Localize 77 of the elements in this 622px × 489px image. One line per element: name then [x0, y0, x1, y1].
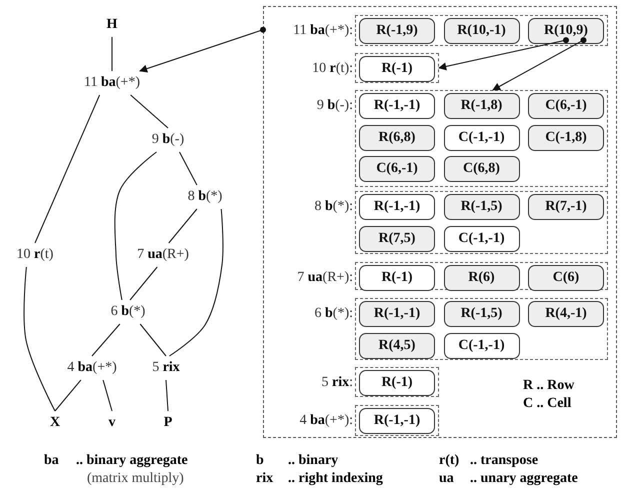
rounded-pill: C(-1,-1) — [444, 332, 520, 358]
group-heading: 10 r(t): — [312, 61, 353, 77]
connector-line — [54, 380, 82, 412]
rounded-pill: C(6,8) — [444, 156, 520, 182]
rounded-pill: R(10,9) — [528, 18, 604, 44]
connector-line — [130, 94, 168, 128]
connector-line — [179, 152, 198, 186]
note-text: (matrix multiply) — [87, 471, 184, 487]
arrow — [139, 26, 266, 72]
rounded-pill: R(7,5) — [359, 226, 435, 252]
rounded-pill: R(-1) — [359, 56, 435, 82]
rounded-pill: C(6,-1) — [528, 93, 604, 119]
legend-text: rix — [256, 471, 274, 487]
legend-text: b — [256, 453, 264, 469]
connector-line — [114, 152, 157, 300]
rounded-pill: R(-1) — [359, 370, 435, 396]
legend-text: .. binary aggregate — [76, 453, 188, 469]
connector-line — [24, 266, 56, 412]
tree-node-label: v — [106, 411, 118, 435]
rounded-pill: R(-1,-1) — [359, 93, 435, 119]
rounded-pill: R(-1) — [359, 265, 435, 291]
legend-text: R .. Row — [523, 378, 574, 394]
tree-node-label: 6 b(*) — [108, 300, 148, 324]
legend-text: .. unary aggregate — [470, 471, 578, 487]
tree-node-label: 8 b(*) — [184, 185, 226, 209]
group-heading: 4 ba(+*): — [300, 413, 353, 429]
dashed-frame — [263, 6, 617, 438]
rounded-pill: C(6,-1) — [359, 156, 435, 182]
tree-node-label: 7 ua(R+) — [134, 243, 192, 267]
rounded-pill: C(6) — [528, 265, 604, 291]
rounded-pill: R(6) — [444, 265, 520, 291]
connector-line — [140, 324, 166, 356]
rounded-pill: C(-1,-1) — [444, 124, 520, 150]
legend-text: ua — [439, 471, 454, 487]
legend-text: .. transpose — [470, 453, 538, 469]
connector-line — [130, 266, 158, 300]
tree-node-label: H — [104, 13, 120, 37]
arrow — [492, 37, 586, 90]
tree-node-label: 5 rix — [149, 356, 183, 380]
group-heading: 11 ba(+*): — [293, 23, 353, 39]
tree-node-label: 4 ba(+*) — [64, 356, 120, 380]
connector-line — [166, 380, 168, 412]
legend-text: .. right indexing — [288, 471, 383, 487]
rounded-pill: R(-1,8) — [444, 93, 520, 119]
connector-line — [168, 208, 224, 356]
group-heading: 9 b(-): — [316, 98, 353, 114]
connector-line — [102, 380, 112, 412]
rounded-pill: R(-1,-1) — [359, 301, 435, 327]
rounded-pill: R(-1,9) — [359, 18, 435, 44]
legend-text: ba — [44, 453, 59, 469]
tree-node-label: P — [160, 411, 176, 435]
rounded-pill: C(-1,8) — [528, 124, 604, 150]
arrow — [438, 37, 569, 70]
tree-node-label: 10 r(t) — [14, 243, 56, 267]
connector-line — [92, 324, 120, 356]
tree-node-label: 11 ba(+*) — [81, 71, 143, 95]
rounded-pill: R(-1,-1) — [359, 194, 435, 220]
rounded-pill: R(10,-1) — [444, 18, 520, 44]
rounded-pill: R(-1,5) — [444, 301, 520, 327]
legend-text: .. binary — [288, 453, 338, 469]
rounded-pill: R(-1,-1) — [359, 408, 435, 434]
group-heading: 8 b(*): — [314, 199, 353, 215]
rounded-pill: R(4,5) — [359, 332, 435, 358]
tree-node-label: X — [46, 411, 64, 435]
legend-text: C .. Cell — [523, 396, 572, 412]
rounded-pill: R(-1,5) — [444, 194, 520, 220]
connector-line — [34, 94, 100, 244]
group-heading: 7 ua(R+): — [297, 270, 353, 286]
legend-text: r(t) — [439, 453, 460, 469]
rounded-pill: R(6,8) — [359, 124, 435, 150]
connector-line — [168, 208, 198, 244]
group-heading: 5 rix: — [322, 375, 353, 391]
tree-node-label: 9 b(-) — [148, 128, 188, 152]
rounded-pill: R(7,-1) — [528, 194, 604, 220]
rounded-pill: R(4,-1) — [528, 301, 604, 327]
rounded-pill: C(-1,-1) — [444, 226, 520, 252]
group-heading: 6 b(*): — [314, 306, 353, 322]
